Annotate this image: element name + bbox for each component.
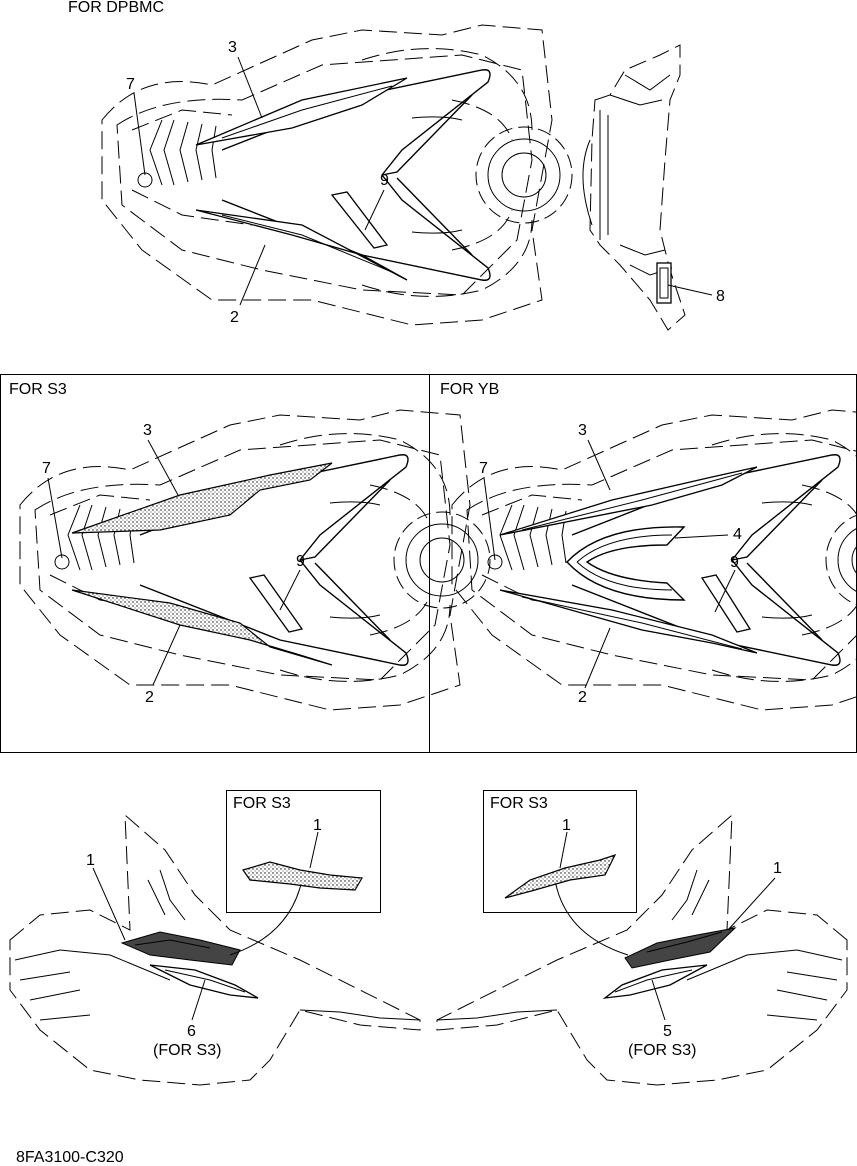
callout-2-top: 2 xyxy=(230,309,239,326)
callout-9-top: 9 xyxy=(380,172,389,189)
header-for-yb: FOR YB xyxy=(440,381,500,398)
decal-9-s3 xyxy=(248,574,304,633)
decal-4-yb xyxy=(566,526,686,601)
inset-decal-1-right xyxy=(504,853,617,899)
callout-8-top: 8 xyxy=(716,288,725,305)
callout-1-inset-right: 1 xyxy=(562,817,571,834)
callout-4-yb: 4 xyxy=(733,526,742,543)
drawing-code: 8FA3100-C320 xyxy=(16,1149,124,1166)
callout-2-yb: 2 xyxy=(578,689,587,706)
callout-6-note: (FOR S3) xyxy=(153,1042,222,1059)
header-for-s3: FOR S3 xyxy=(9,381,67,398)
inset-box-left xyxy=(226,790,381,913)
decal-1-right xyxy=(624,927,737,969)
inset-header-left: FOR S3 xyxy=(233,795,291,812)
decal-2-top xyxy=(195,209,408,281)
callout-7-s3: 7 xyxy=(42,460,51,477)
mid-left-cowl-drawing xyxy=(19,409,491,711)
callout-3-yb: 3 xyxy=(578,422,587,439)
callout-9-yb: 9 xyxy=(730,554,739,571)
callout-1-bottom-left: 1 xyxy=(86,852,95,869)
decal-5-right xyxy=(602,964,708,999)
callout-2-s3: 2 xyxy=(145,689,154,706)
callout-1-inset-left: 1 xyxy=(313,817,322,834)
inset-decal-1-left xyxy=(242,861,363,891)
callout-1-bottom-right: 1 xyxy=(773,860,782,877)
decal-2-s3 xyxy=(71,589,333,666)
callout-5-note: (FOR S3) xyxy=(628,1042,697,1059)
side-view-drawing xyxy=(582,44,686,331)
decal-3-top xyxy=(195,77,408,146)
inset-header-right: FOR S3 xyxy=(490,795,548,812)
callout-6: 6 xyxy=(187,1023,196,1040)
header-for-dpbmc: FOR DPBMC xyxy=(68,0,164,16)
decal-1-left xyxy=(120,931,241,966)
decal-8 xyxy=(656,262,672,304)
decal-3-yb xyxy=(499,466,758,536)
mid-right-cowl-drawing xyxy=(451,409,857,711)
callout-9-s3: 9 xyxy=(296,553,305,570)
top-cowl-drawing xyxy=(101,24,573,326)
bottom-right-drawing xyxy=(436,813,848,1086)
decal-9-yb xyxy=(700,574,752,633)
callout-3-top: 3 xyxy=(228,39,237,56)
bottom-left-drawing xyxy=(9,813,421,1086)
decal-9-top xyxy=(330,191,389,249)
decal-3-s3 xyxy=(71,462,333,534)
leader-lines xyxy=(47,56,776,1021)
inset-box-right xyxy=(483,790,637,913)
callout-7-yb: 7 xyxy=(479,460,488,477)
callout-7-top: 7 xyxy=(126,76,135,93)
callout-3-s3: 3 xyxy=(143,422,152,439)
callout-5: 5 xyxy=(663,1023,672,1040)
